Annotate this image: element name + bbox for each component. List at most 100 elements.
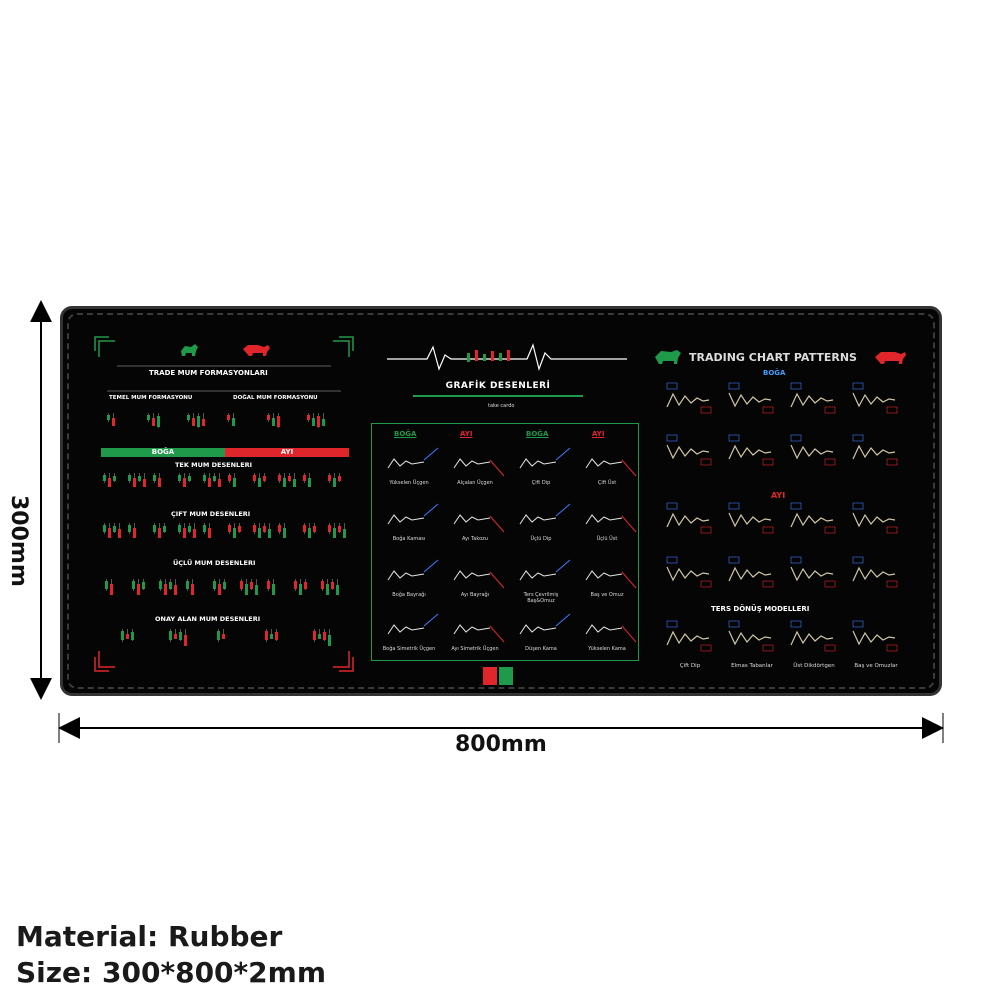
stop-tag [886, 406, 898, 414]
pattern-line [790, 630, 834, 646]
pattern-line [453, 514, 491, 525]
candle-body [159, 581, 162, 589]
breakout-line [423, 559, 439, 573]
candle-body [322, 419, 325, 426]
buy-tag [728, 620, 740, 628]
pattern-label: Üçlü Dip [530, 536, 552, 542]
candle-body [338, 476, 341, 481]
candle-body [108, 528, 111, 538]
candle-body [333, 528, 336, 538]
pattern-line [790, 512, 834, 528]
candle-body [178, 475, 181, 481]
candle-body [293, 479, 296, 487]
pattern-line [852, 630, 896, 646]
buy-tag [728, 434, 740, 442]
buy-tag [666, 502, 678, 510]
candle-body [255, 585, 258, 595]
candle-body [253, 525, 256, 532]
candle-body [303, 475, 306, 481]
pattern-label: Yükselen Kama [588, 646, 626, 652]
buy-tag [852, 620, 864, 628]
temel-title: TEMEL MUM FORMASYONU [109, 395, 193, 401]
candle-body [184, 635, 187, 646]
candle-body [121, 631, 124, 640]
candle-body [191, 584, 194, 595]
candle-body [213, 476, 216, 481]
candle-body [131, 632, 134, 640]
candlestick-patterns [103, 413, 346, 646]
stop-tag [824, 644, 836, 652]
candle-body [208, 478, 211, 487]
candle-body [307, 415, 310, 420]
buy-tag [666, 382, 678, 390]
candle-body [192, 418, 195, 426]
candle-body [174, 585, 177, 595]
bull-icon [655, 350, 681, 364]
candle-body [272, 418, 275, 426]
buy-tag [666, 434, 678, 442]
pattern-line [387, 570, 425, 581]
candle-body [179, 632, 182, 640]
candle-body [223, 582, 226, 589]
height-dimension-arrow [30, 300, 52, 700]
stop-tag [824, 580, 836, 588]
candle-body [158, 528, 161, 538]
column-header: AYI [460, 430, 473, 438]
candle-body [113, 476, 116, 481]
reversal-label: Baş ve Omuzlar [854, 663, 898, 669]
candle-body [313, 631, 316, 640]
right-boga-label: BOĞA [763, 369, 786, 377]
candle-body [133, 478, 136, 487]
dogal-title: DOĞAL MUM FORMASYONU [233, 395, 318, 401]
mini-candles-icon [467, 350, 510, 362]
tek-title: TEK MUM DESENLERI [175, 461, 253, 469]
buy-tag [666, 556, 678, 564]
pattern-line [666, 512, 710, 528]
candle-body [158, 478, 161, 487]
right-ayi-label: AYI [771, 491, 786, 500]
candle-body [258, 528, 261, 538]
candle-body [153, 525, 156, 532]
candle-body [312, 418, 315, 426]
breakout-line [621, 515, 637, 533]
candle-body [137, 584, 140, 595]
pattern-line [852, 566, 896, 582]
candle-body [153, 475, 156, 481]
candle-body [294, 581, 297, 589]
pattern-line [790, 444, 834, 460]
right-title: TRADING CHART PATTERNS [689, 351, 857, 364]
candle-body [299, 584, 302, 595]
pattern-line [728, 566, 772, 582]
ayi-label: AYI [280, 448, 294, 456]
stop-tag [700, 526, 712, 534]
pattern-charts [387, 447, 637, 643]
candle-body [253, 475, 256, 481]
pattern-line [666, 444, 710, 460]
stop-tag [886, 458, 898, 466]
pattern-line [453, 458, 491, 469]
candle-body [232, 418, 235, 426]
pattern-line [852, 512, 896, 528]
buy-tag [728, 556, 740, 564]
candle-body [263, 476, 266, 481]
breakout-line [621, 625, 637, 643]
pattern-label: Düşen Kama [525, 646, 557, 652]
pattern-line [852, 392, 896, 408]
reversal-label: Üst Dikdörtgen [793, 663, 835, 669]
candle-body [333, 478, 336, 487]
pattern-line [728, 512, 772, 528]
stop-tag [886, 644, 898, 652]
breakout-line [423, 503, 439, 517]
breakout-line [555, 503, 571, 517]
heartbeat-line [387, 343, 627, 371]
bear-badge-icon [483, 667, 497, 685]
pattern-line [852, 444, 896, 460]
bull-badge-icon [499, 667, 513, 685]
candle-body [318, 634, 321, 639]
pattern-line [519, 514, 557, 525]
candle-body [142, 582, 145, 589]
candle-body [227, 415, 230, 420]
breakout-line [489, 571, 505, 589]
candle-body [103, 475, 106, 481]
